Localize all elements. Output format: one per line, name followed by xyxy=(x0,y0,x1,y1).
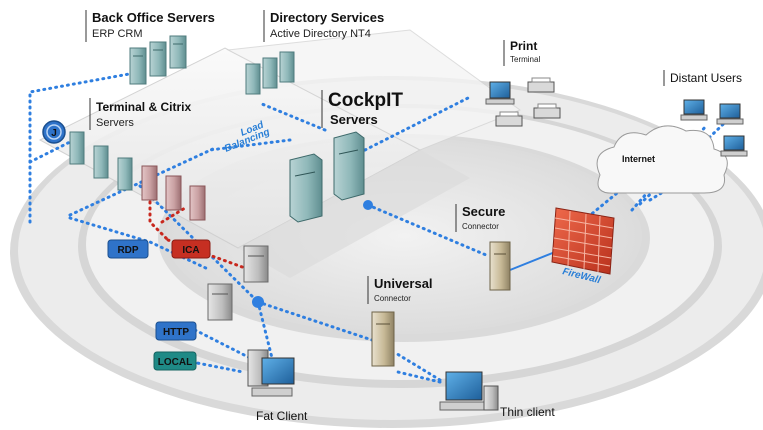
cockpit-servers xyxy=(289,131,365,223)
back-office-sub: ERP CRM xyxy=(92,28,143,40)
distant-user-computers xyxy=(680,99,748,157)
server-icon xyxy=(489,241,511,291)
distant-users-label: Distant Users xyxy=(670,71,742,85)
flow-ica-up xyxy=(160,206,187,224)
directory-sub: Active Directory NT4 xyxy=(270,28,371,40)
server-icon xyxy=(279,51,295,83)
flow-local xyxy=(190,360,245,374)
secure-title: Secure xyxy=(462,204,505,219)
flow-cockpit-to-secure xyxy=(366,203,488,257)
thin-client-computer xyxy=(439,371,499,411)
server-icon xyxy=(371,311,395,367)
server-icon xyxy=(189,185,206,221)
server-icon xyxy=(169,35,187,69)
ica-badge: ICA xyxy=(171,239,211,259)
flow-to-terminal xyxy=(28,140,72,164)
server-icon xyxy=(289,153,323,223)
flow-connector-to-fatclient xyxy=(256,300,274,360)
directory-title: Directory Services xyxy=(270,10,384,25)
server-icon xyxy=(117,157,133,191)
directory-servers xyxy=(245,51,295,95)
flow-thin-to-fat xyxy=(396,370,442,384)
flow-to-print xyxy=(363,96,470,152)
print-sub: Terminal xyxy=(510,55,540,64)
back-office-title: Back Office Servers xyxy=(92,10,215,25)
desktop-computer-icon xyxy=(680,99,708,121)
terminal-title: Terminal & Citrix xyxy=(96,100,191,114)
http-badge-label: HTTP xyxy=(163,327,189,338)
printer-icon xyxy=(495,111,523,127)
secure-sub: Connector xyxy=(462,222,499,231)
server-icon xyxy=(149,41,167,77)
java-badge-label: J xyxy=(51,128,57,139)
desktop-computer-icon xyxy=(720,135,748,157)
terminal-sub: Servers xyxy=(96,117,134,129)
http-badge: HTTP xyxy=(155,321,197,341)
server-icon xyxy=(129,47,147,85)
server-icon xyxy=(243,245,269,283)
desktop-computer-icon xyxy=(485,81,515,105)
flow-ica-vertical xyxy=(148,194,170,242)
server-icon xyxy=(333,131,365,201)
firewall-icon xyxy=(551,207,615,275)
server-icon xyxy=(262,57,278,89)
rdp-badge: RDP xyxy=(107,239,149,259)
secure-connector-server xyxy=(489,241,511,291)
cockpit-sub: Servers xyxy=(330,112,378,127)
flow-secure-to-firewall xyxy=(509,249,561,271)
flow-connector-to-universal xyxy=(256,300,374,342)
server-icon xyxy=(69,131,85,165)
cloud-icon xyxy=(596,125,728,194)
cockpit-title: CockpIT xyxy=(328,90,403,111)
printer-icon xyxy=(527,77,555,93)
internet-label: Internet xyxy=(622,154,655,164)
thin-client-label: Thin client xyxy=(500,405,555,419)
universal-sub: Connector xyxy=(374,294,411,303)
print-terminals xyxy=(485,77,561,127)
server-icon xyxy=(165,175,182,211)
print-title: Print xyxy=(510,39,537,53)
junction-dot-client xyxy=(252,296,264,308)
junction-dot-cockpit xyxy=(363,200,373,210)
flow-to-back-office xyxy=(28,70,142,224)
flow-to-directory xyxy=(260,102,327,132)
connector-servers xyxy=(207,245,269,321)
universal-title: Universal xyxy=(374,276,433,291)
printer-icon xyxy=(533,103,561,119)
fat-client-computer xyxy=(247,349,295,397)
local-badge: LOCAL xyxy=(153,351,197,371)
universal-connector-server xyxy=(371,311,395,367)
desktop-computer-icon xyxy=(716,103,744,125)
back-office-servers xyxy=(129,35,187,85)
fat-client-label: Fat Client xyxy=(256,409,308,423)
rdp-badge-label: RDP xyxy=(117,245,138,256)
flow-rdp-branch xyxy=(68,216,212,272)
server-icon xyxy=(245,63,261,95)
local-badge-label: LOCAL xyxy=(158,357,192,368)
server-icon xyxy=(207,283,233,321)
flow-load-balancing xyxy=(208,138,292,152)
ica-badge-label: ICA xyxy=(182,245,199,256)
server-icon xyxy=(141,165,158,201)
java-badge-icon: J xyxy=(42,120,66,144)
terminal-servers xyxy=(69,131,206,221)
server-icon xyxy=(93,145,109,179)
